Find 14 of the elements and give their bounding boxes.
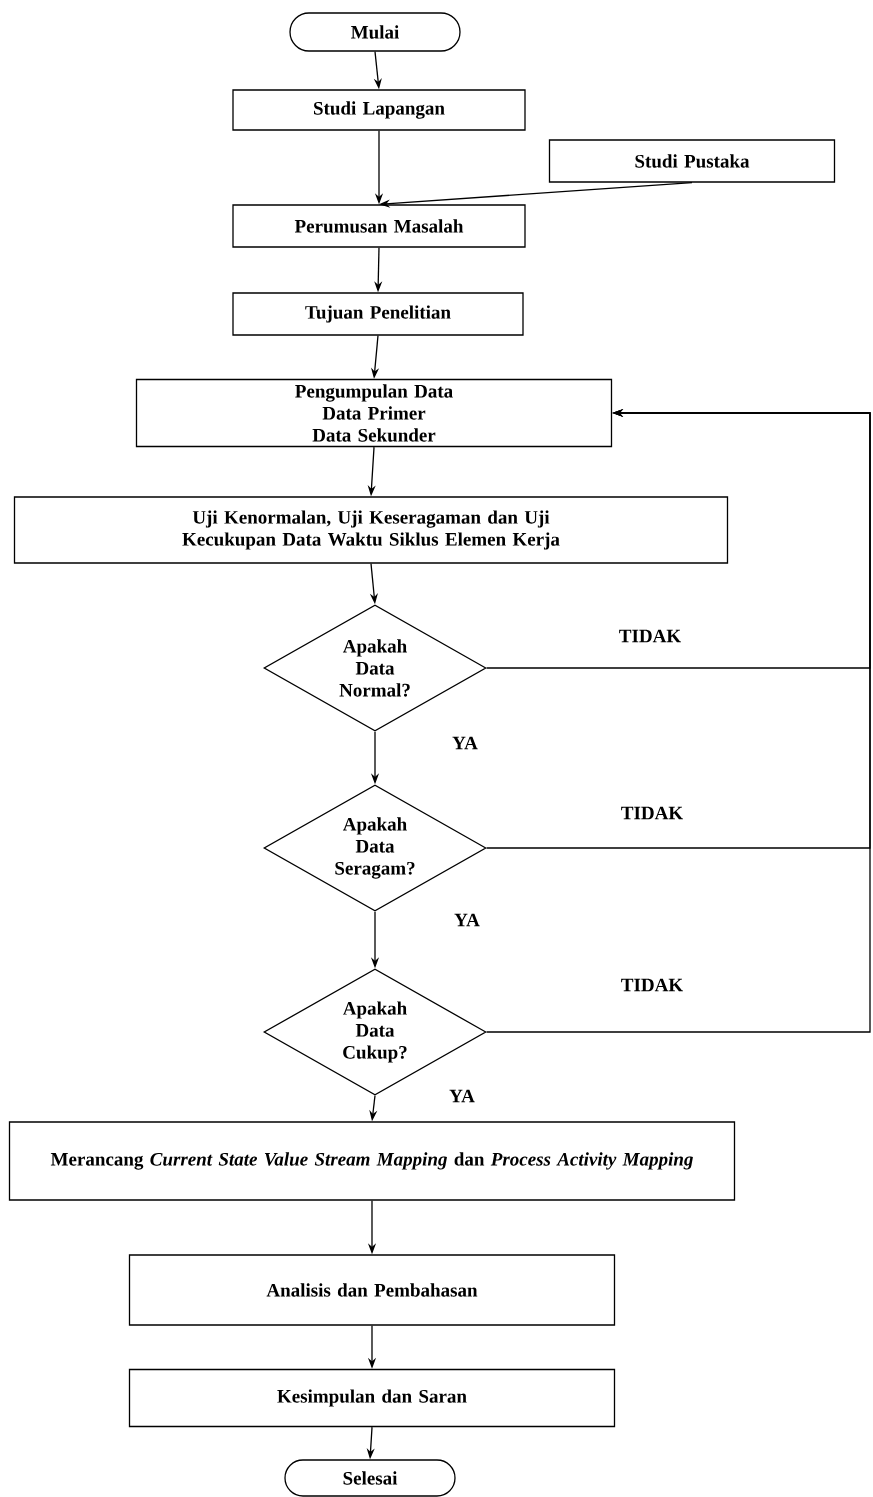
process-box: Studi Pustaka	[548, 139, 836, 183]
process-box: Analisis dan Pembahasan	[128, 1254, 616, 1326]
process-box: Pengumpulan Data Data Primer Data Sekunder	[135, 378, 613, 448]
process-box: Perumusan Masalah	[232, 204, 526, 248]
process-box: Merancang Current State Value Stream Mapping dan Process Activity Mapping	[8, 1121, 736, 1201]
edge-label: YA	[450, 734, 480, 752]
edge-label: TIDAK	[618, 976, 686, 994]
process-box: Kesimpulan dan Saran	[128, 1368, 616, 1428]
edge-label: TIDAK	[616, 627, 684, 645]
process-box: Studi Lapangan	[232, 89, 526, 131]
process-box: Uji Kenormalan, Uji Keseragaman dan Uji Kecukupan Data Waktu Siklus Elemen Kerja	[13, 496, 729, 564]
edge-label: YA	[452, 911, 482, 929]
process-box: Tujuan Penelitian	[232, 292, 524, 336]
edge-label: TIDAK	[618, 804, 686, 822]
